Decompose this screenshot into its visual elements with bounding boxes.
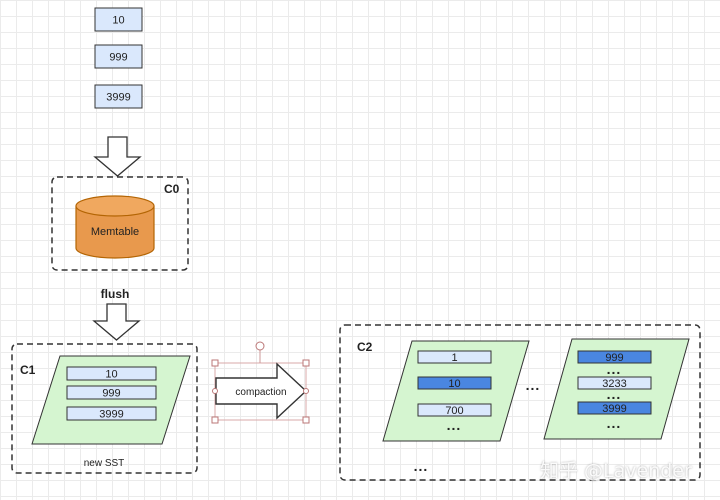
c2-label: C2 (357, 340, 373, 354)
c2-key-label: 700 (445, 405, 463, 417)
resize-handle[interactable] (211, 359, 219, 367)
rotate-handle[interactable] (255, 341, 265, 351)
input-key-3999: 3999 (94, 84, 143, 109)
c0-region (51, 176, 189, 271)
c2-sst2-key-3999-highlighted: 3999 (577, 401, 652, 415)
new-sst-caption: new SST (84, 458, 125, 469)
c2-sst2-key-3233: 3233 (577, 376, 652, 390)
connection-point[interactable] (212, 388, 218, 394)
c2-sst1-key-10-highlighted: 10 (417, 376, 492, 390)
c2-sst2-ellipsis-top: ... (607, 361, 622, 377)
input-key-label: 10 (112, 15, 124, 27)
c2-key-label: 10 (448, 378, 460, 390)
c1-key-10: 10 (66, 366, 157, 381)
c2-between-ellipsis: ... (526, 377, 541, 393)
c2-region (339, 324, 701, 481)
memtable-cylinder: Memtable (75, 195, 155, 259)
c1-label: C1 (20, 363, 36, 377)
c2-sst1-key-700: 700 (417, 403, 492, 417)
c1-key-999: 999 (66, 385, 157, 400)
c2-sst2-ellipsis-middle: ... (607, 386, 622, 402)
resize-handle[interactable] (211, 416, 219, 424)
resize-handle[interactable] (302, 416, 310, 424)
input-key-label: 999 (109, 52, 127, 64)
c2-key-label: 1 (451, 352, 457, 364)
c2-bottom-ellipsis: ... (414, 458, 429, 474)
watermark: 知乎 @Lavender (540, 460, 692, 482)
down-arrow-icon (93, 136, 142, 177)
c2-sst1-ellipsis: ... (447, 417, 462, 433)
c1-region (11, 343, 198, 474)
input-key-label: 3999 (106, 92, 130, 104)
c2-sst2-ellipsis-bottom: ... (607, 415, 622, 431)
flush-label: flush (101, 287, 130, 301)
c1-key-label: 999 (102, 388, 120, 400)
c1-key-label: 10 (105, 369, 117, 381)
c2-key-label: 999 (605, 352, 623, 364)
c2-sst2-key-999-highlighted: 999 (577, 350, 652, 364)
c2-key-label: 3999 (602, 403, 626, 415)
input-key-10: 10 (94, 7, 143, 32)
input-key-999: 999 (94, 44, 143, 69)
c0-label: C0 (164, 182, 180, 196)
compaction-label: compaction (235, 387, 286, 398)
c1-key-label: 3999 (99, 409, 123, 421)
connection-point[interactable] (303, 388, 309, 394)
resize-handle[interactable] (302, 359, 310, 367)
c2-sst1-key-1: 1 (417, 350, 492, 364)
compaction-arrow[interactable]: compaction (211, 341, 310, 424)
c2-key-label: 3233 (602, 378, 626, 390)
down-arrow-icon (92, 303, 141, 341)
memtable-label: Memtable (91, 226, 139, 238)
c1-key-3999: 3999 (66, 406, 157, 421)
